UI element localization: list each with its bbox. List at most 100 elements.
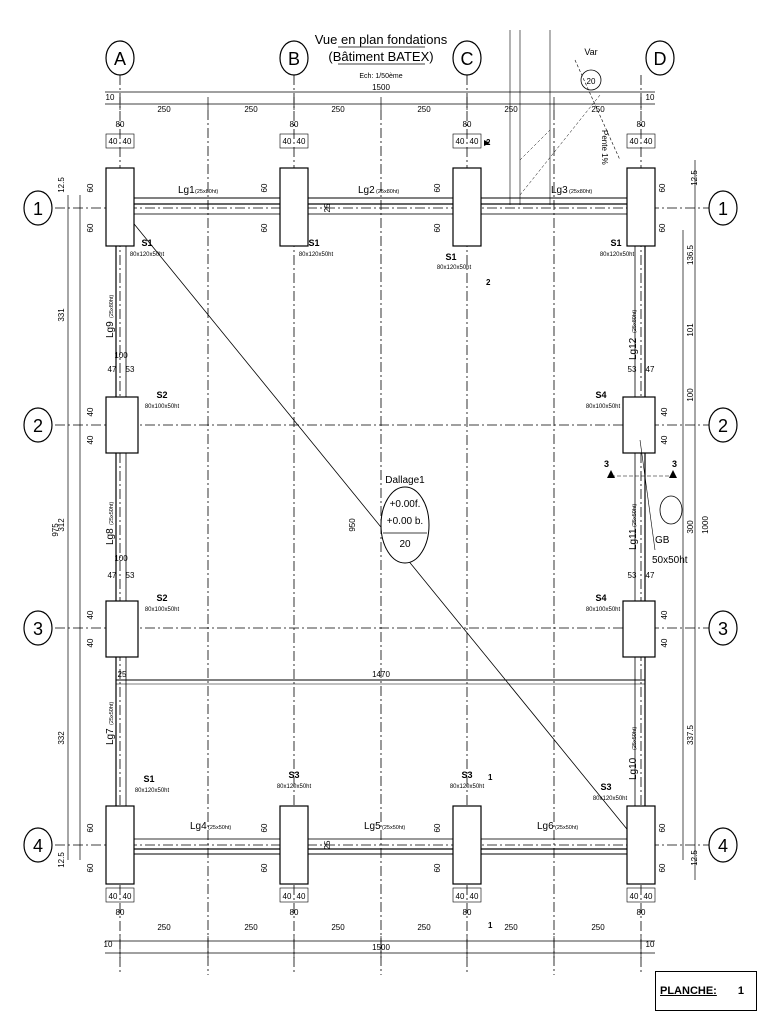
fd-c4-60a: 60	[433, 823, 442, 832]
footing-s1-d1-dims: 80x120x50ht	[600, 252, 635, 258]
fd-c4-80: 80	[463, 908, 472, 917]
dim-left-edge-top: 12.5	[57, 177, 66, 193]
fd-c1-60a: 60	[433, 183, 442, 192]
section-marker-3b-icon	[669, 470, 677, 478]
fd-c1-40a: 40	[456, 137, 465, 146]
var-label: Var	[584, 47, 597, 57]
fd-25-b1: 25	[323, 203, 332, 212]
fd-a2-47: 47	[108, 365, 117, 374]
fd-b4-60a: 60	[260, 823, 269, 832]
fd-c1-60b: 60	[433, 223, 442, 232]
section-marker-1a: 1	[488, 773, 493, 782]
beam-lg10: Lg10	[628, 757, 639, 780]
beam-lg10-dims: (25x50ht)	[632, 727, 638, 750]
fd-b1-40a: 40	[283, 137, 292, 146]
beam-lg7: Lg7	[105, 728, 116, 745]
dim-span-bottom-5: 250	[504, 923, 518, 932]
sheet-label: PLANCHE:	[660, 985, 717, 997]
beam-lg8: Lg8	[105, 528, 116, 545]
beam-lg3: Lg3	[551, 185, 568, 196]
dim-span-top-1: 250	[157, 105, 171, 114]
footing-s3-d4: S3	[600, 782, 611, 792]
title-block: Vue en plan fondations (Bâtiment BATEX) …	[315, 32, 448, 80]
axis-label-4-right: 4	[718, 836, 728, 856]
footing-s4-d3-dims: 80x100x50ht	[586, 607, 621, 613]
beam-lg7-dims: (25x50ht)	[109, 702, 115, 725]
fd-b1-60b: 60	[260, 223, 269, 232]
sheet-number-box: PLANCHE: 1	[655, 971, 757, 1011]
beam-lg2: Lg2	[358, 185, 375, 196]
beam-lg5: Lg5	[364, 821, 381, 832]
fd-d3-40a: 40	[660, 610, 669, 619]
footing-dimension-boxes	[105, 133, 656, 903]
dim-span-bottom-1: 250	[157, 923, 171, 932]
dim-right-edge-top: 12.5	[690, 170, 699, 186]
dim-edge-top-right: 10	[646, 93, 655, 102]
axis-label-2-left: 2	[33, 416, 43, 436]
var-tag: Var 20 Pente 1%	[509, 30, 621, 205]
dim-span-top-3: 250	[331, 105, 345, 114]
section-marker-3b: 3	[672, 459, 677, 469]
beam-lg9-dims: (25x80ht)	[109, 295, 115, 318]
footing-s1-b1: S1	[308, 238, 319, 248]
foundation-outline	[115, 197, 646, 855]
fd-b4-80: 80	[290, 908, 299, 917]
beam-lg1-dims: (25x80ht)	[195, 189, 218, 195]
beam-lg1: Lg1	[178, 185, 195, 196]
dim-right-1000: 1000	[701, 516, 710, 534]
beam-lg11: Lg11	[628, 528, 639, 550]
fd-b1-60a: 60	[260, 183, 269, 192]
fd-a2-53: 53	[126, 365, 135, 374]
section-marker-3a: 3	[604, 459, 609, 469]
plan-subtitle: (Bâtiment BATEX)	[328, 49, 433, 64]
section-marker-2a: 2	[486, 138, 491, 147]
fd-d1-40a: 40	[630, 137, 639, 146]
fd-c1-40b: 40	[470, 137, 479, 146]
axis-bubbles	[23, 40, 738, 863]
fd-a4-40a: 40	[109, 892, 118, 901]
dim-span-bottom-6: 250	[591, 923, 605, 932]
slab-bottom: +0.00 b.	[387, 516, 423, 527]
footing-s1-a1: S1	[141, 238, 152, 248]
beam-lg11-dims: (25x50ht)	[632, 504, 638, 527]
footing-s2-a3-dims: 80x100x50ht	[145, 607, 180, 613]
footing-labels: S1 80x120x50ht S1 80x120x50ht S1 80x120x…	[130, 238, 635, 802]
footing-s3-b4-dims: 80x120x50ht	[277, 784, 312, 790]
footing-s2-a2: S2	[156, 390, 167, 400]
fd-a3-100: 100	[114, 554, 128, 563]
dim-edge-bottom: 10	[104, 940, 113, 949]
axis-labels: A B C D 1 2 3 4 1 2 3 4	[33, 49, 728, 856]
footing-s2-a2-dims: 80x100x50ht	[145, 404, 180, 410]
slab-top: +0.00f.	[390, 499, 421, 510]
dimension-lines	[67, 91, 696, 958]
fd-d4-60b: 60	[658, 863, 667, 872]
dim-span-bottom-2: 250	[244, 923, 258, 932]
dimension-text: 1500 10 250 250 250 250 250 250 10 1500 …	[51, 83, 710, 952]
slab-name: Dallage1	[385, 475, 425, 486]
slab-thickness: 20	[399, 539, 411, 550]
gb-label: GB	[655, 535, 670, 546]
section-marker-2b: 2	[486, 278, 491, 287]
fd-a3-53: 53	[126, 571, 135, 580]
footings	[105, 167, 656, 885]
fd-d4-40a: 40	[630, 892, 639, 901]
axis-label-1-right: 1	[718, 199, 728, 219]
beam-lg8-dims: (25x50ht)	[109, 502, 115, 525]
beam-lg12-dims: (25x80ht)	[632, 310, 638, 333]
beam-labels: Lg1 (25x80ht) Lg2 (25x80ht) Lg3 (25x80ht…	[105, 185, 639, 832]
fd-a1-60b: 60	[86, 223, 95, 232]
fd-c4-40b: 40	[470, 892, 479, 901]
fd-a4-60b: 60	[86, 863, 95, 872]
dim-edge-top: 10	[106, 93, 115, 102]
footing-s1-c1: S1	[445, 252, 456, 262]
fd-a3-47: 47	[108, 571, 117, 580]
beam-lg9: Lg9	[105, 321, 116, 338]
dim-mid-950: 950	[348, 518, 357, 532]
fd-d3-53: 53	[628, 571, 637, 580]
fd-d4-40b: 40	[644, 892, 653, 901]
slope-label: Pente 1%	[600, 130, 609, 165]
footing-s1-b1-dims: 80x120x50ht	[299, 252, 334, 258]
beam-lg4-dims: (25x50ht)	[208, 825, 231, 831]
axis-label-c: C	[461, 49, 474, 69]
section-markers: 2 2 1 1 3 3	[484, 138, 677, 930]
